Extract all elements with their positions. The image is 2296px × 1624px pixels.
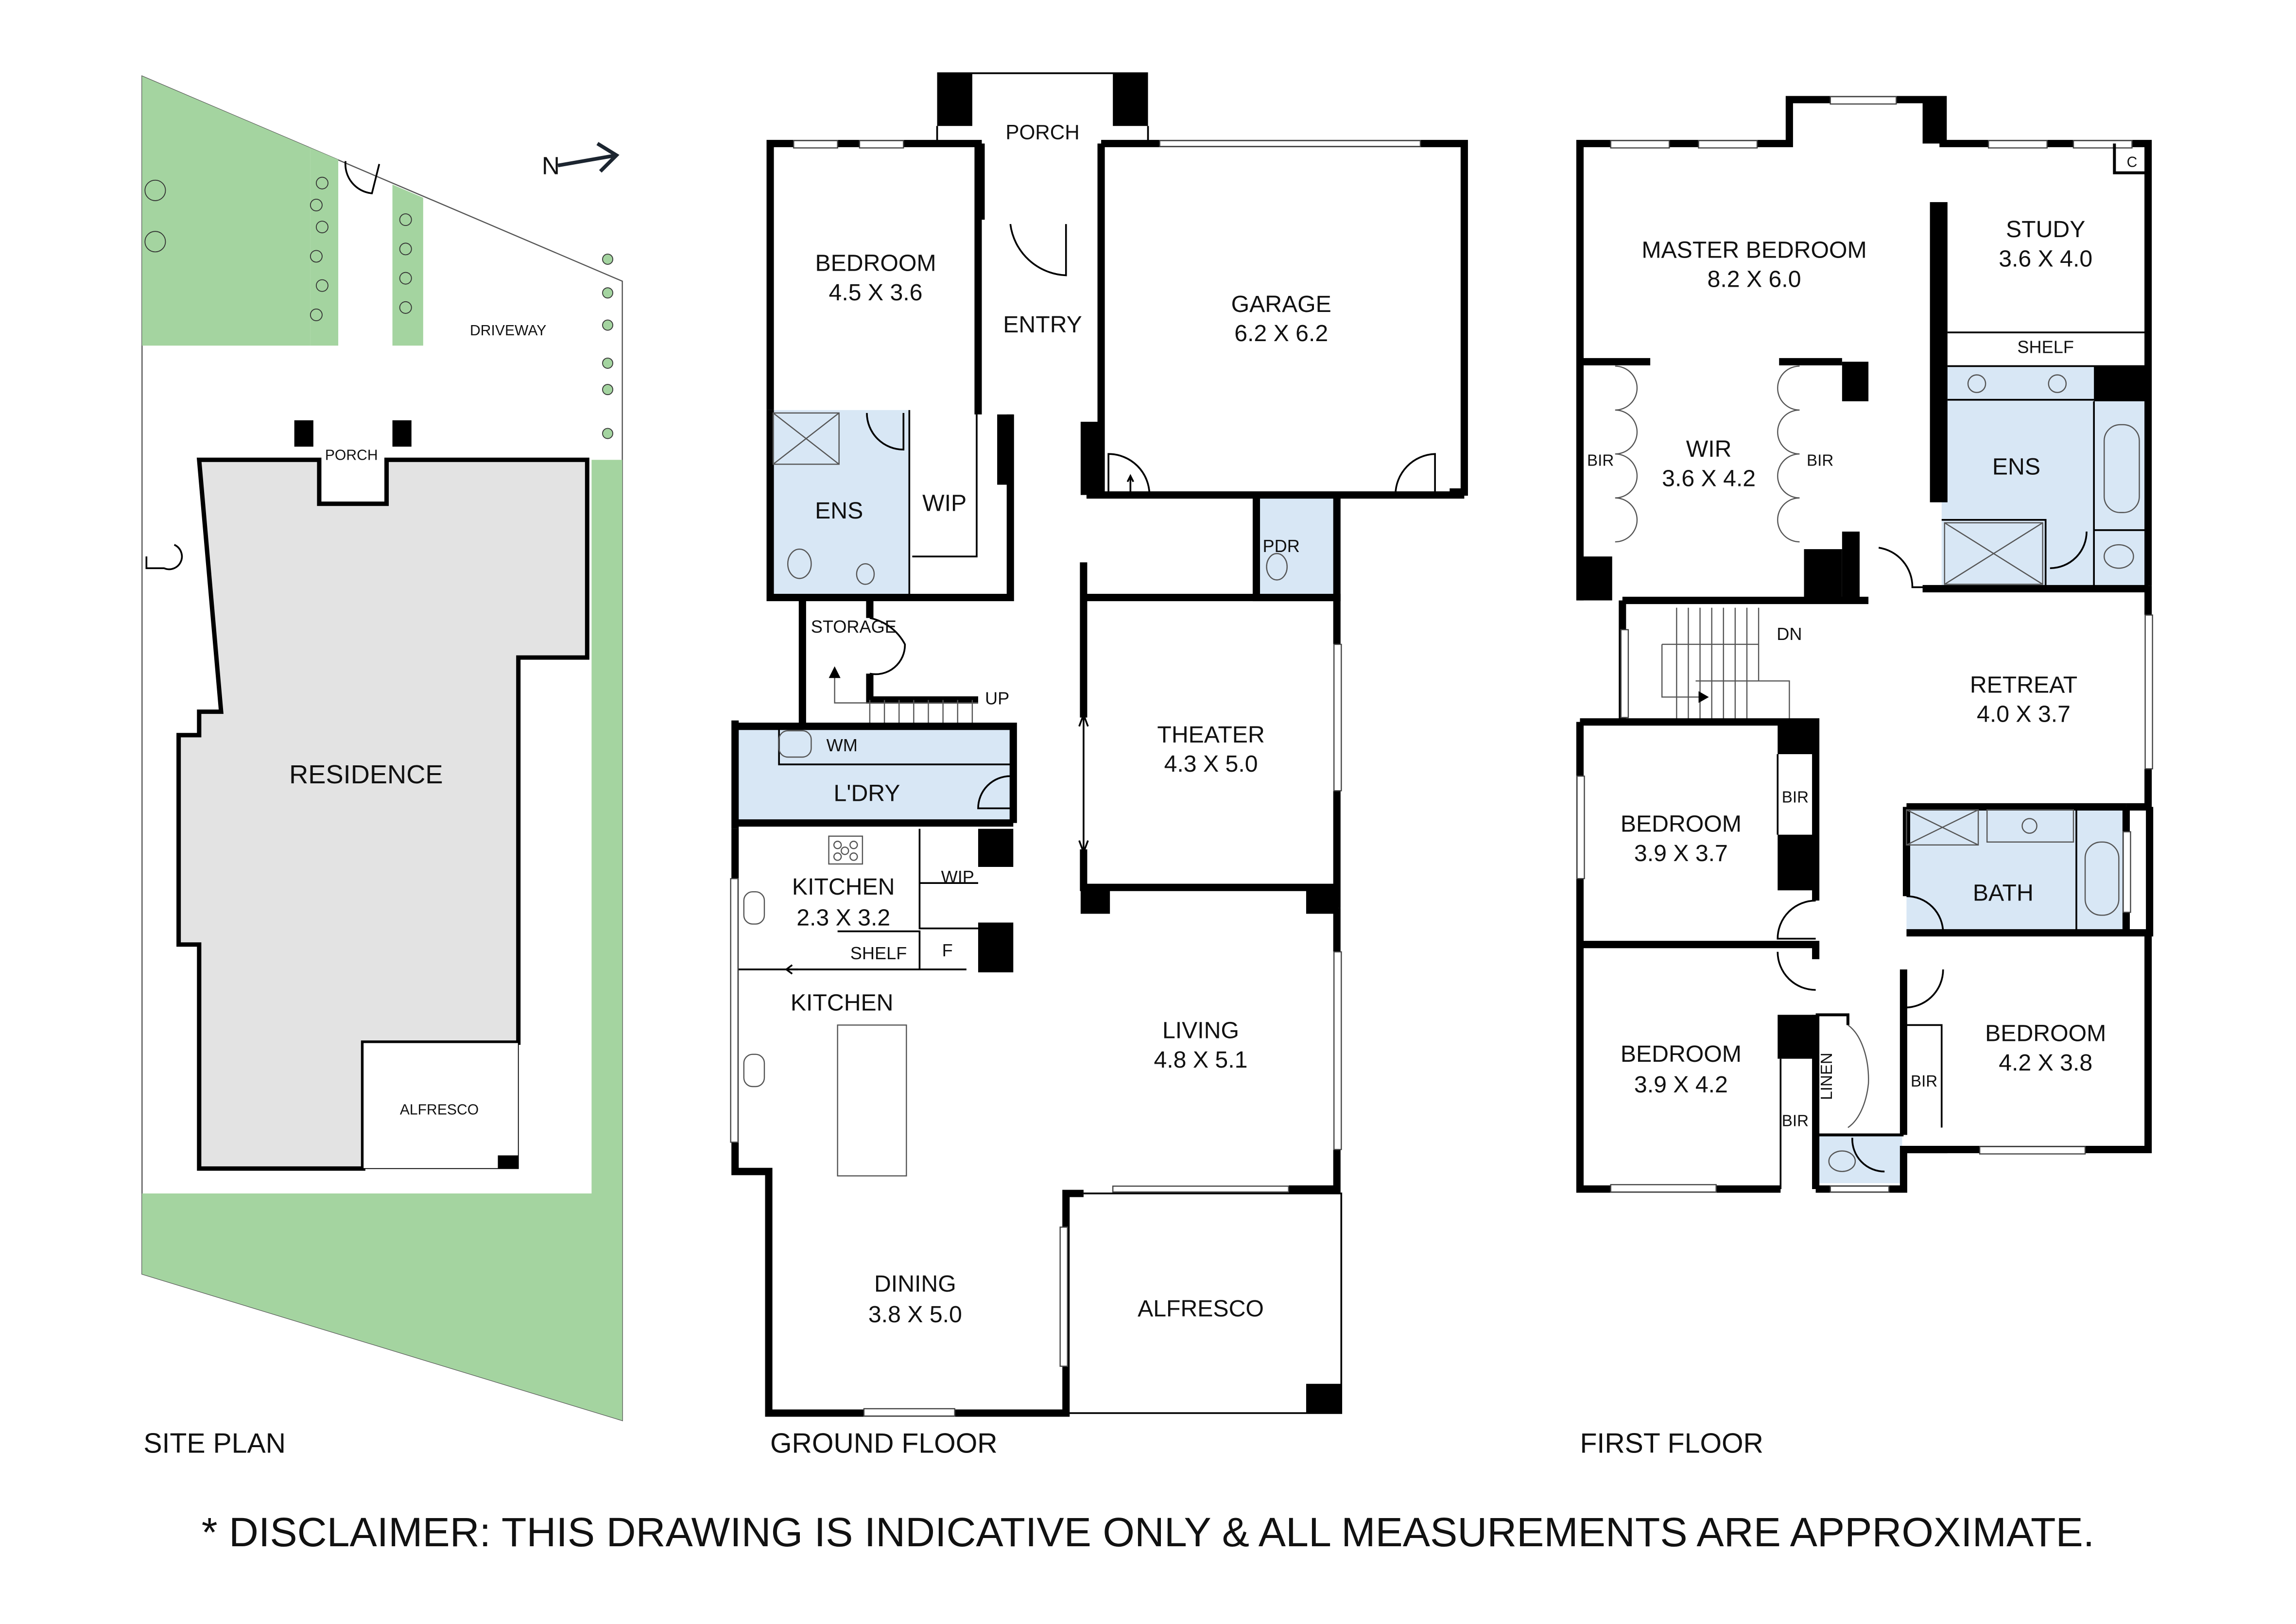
laundry-fill [735,726,1014,823]
side-gate-icon [145,544,183,570]
gf-porch-label: PORCH [1005,121,1079,143]
kitchen-label: KITCHEN [791,989,894,1016]
stair-arrow-icon [829,666,841,678]
gate-icon [345,161,380,194]
pdr-label: PDR [1263,536,1300,556]
kitchen-small-name: KITCHEN [792,874,895,900]
wir-size: 3.6 X 4.2 [1662,466,1756,492]
first-floor-title: FIRST FLOOR [1580,1428,1763,1459]
bedroom2-name: BEDROOM [1621,811,1742,837]
bedroom4-name: BEDROOM [1985,1020,2106,1047]
site-plan-title: SITE PLAN [143,1428,286,1459]
shelf-label: SHELF [850,943,907,963]
laundry-label: L'DRY [833,780,900,806]
front-lawn [142,76,311,346]
ground-floor: PORCH BEDROOM 4.5 X 3.6 ENTRY GARAGE 6.2… [730,72,1468,1459]
disclaimer-text: * DISCLAIMER: THIS DRAWING IS INDICATIVE… [202,1509,2094,1555]
bedroom3-size: 3.9 X 4.2 [1634,1071,1728,1098]
rear-lawn [142,1193,622,1421]
gf-ens-label: ENS [815,498,863,524]
bedroom3-name: BEDROOM [1621,1041,1742,1067]
living-size: 4.8 X 5.1 [1154,1047,1247,1073]
north-label: N [542,152,560,180]
kitchen-small-size: 2.3 X 3.2 [796,905,890,931]
fridge-label: F [942,940,953,960]
living-name: LIVING [1162,1018,1239,1044]
garden-strip-2 [392,184,423,346]
ff-stairs [1661,607,1790,725]
garage-size: 6.2 X 6.2 [1234,320,1328,346]
wm-label: WM [827,735,858,755]
dining-size: 3.8 X 5.0 [868,1301,962,1328]
open-arrow-icon [785,964,798,975]
gf-alfresco-label: ALFRESCO [1138,1296,1264,1322]
study-shelf-label: SHELF [2017,337,2074,357]
wir-name: WIR [1686,436,1732,462]
bir3-label: BIR [1782,1112,1809,1130]
pdr-fill [1256,496,1337,596]
bir2-label: BIR [1782,788,1809,806]
bir4-label: BIR [1911,1072,1937,1090]
gf-stairs [834,675,978,725]
side-garden [591,460,622,1193]
ff-stair-arrow-icon [1698,691,1709,703]
gf-bedroom-name: BEDROOM [815,250,936,276]
storage-label: STORAGE [811,617,897,637]
first-floor: C MASTER BEDROOM 8.2 X 6.0 STUDY 3.6 X 4… [1576,96,2154,1459]
cupboard-label: C [2127,155,2138,171]
driveway-label: DRIVEWAY [470,323,546,339]
retreat-name: RETREAT [1970,672,2077,698]
ground-floor-title: GROUND FLOOR [770,1428,998,1459]
study-size: 3.6 X 4.0 [1999,246,2092,272]
site-alfresco-label: ALFRESCO [400,1102,479,1118]
entry-label: ENTRY [1003,311,1082,338]
retreat-size: 4.0 X 3.7 [1977,701,2071,727]
dining-name: DINING [874,1271,956,1297]
tree-icons [144,176,614,439]
ff-ens-label: ENS [1992,453,2040,480]
garage-name: GARAGE [1231,291,1331,317]
gf-ensuite-fill [773,410,910,596]
master-size: 8.2 X 6.0 [1708,266,1801,293]
lot-boundary [141,75,623,1421]
linen-label: LINEN [1818,1053,1836,1100]
site-porch-label: PORCH [325,447,378,463]
bir-left-label: BIR [1587,451,1614,469]
bedroom4-size: 4.2 X 3.8 [1999,1050,2092,1076]
master-name: MASTER BEDROOM [1641,237,1866,263]
bir-right-label: BIR [1807,451,1833,469]
gf-bedroom-size: 4.5 X 3.6 [829,279,923,306]
dn-label: DN [1777,624,1802,644]
theater-name: THEATER [1157,722,1264,748]
kitchen-wip-label: WIP [941,867,974,887]
garden-strip-1 [310,148,339,346]
residence-label: RESIDENCE [289,760,443,789]
study-name: STUDY [2006,216,2085,242]
north-arrow-icon: N [542,142,620,180]
gf-wip-label: WIP [922,490,967,517]
site-plan: N DRIVEWAY PORCH RESIDENCE ALFRESCO SITE… [141,75,623,1459]
bedroom2-size: 3.9 X 3.7 [1634,840,1728,866]
bath-label: BATH [1973,880,2034,906]
theater-size: 4.3 X 5.0 [1164,751,1258,777]
up-label: UP [985,689,1009,708]
